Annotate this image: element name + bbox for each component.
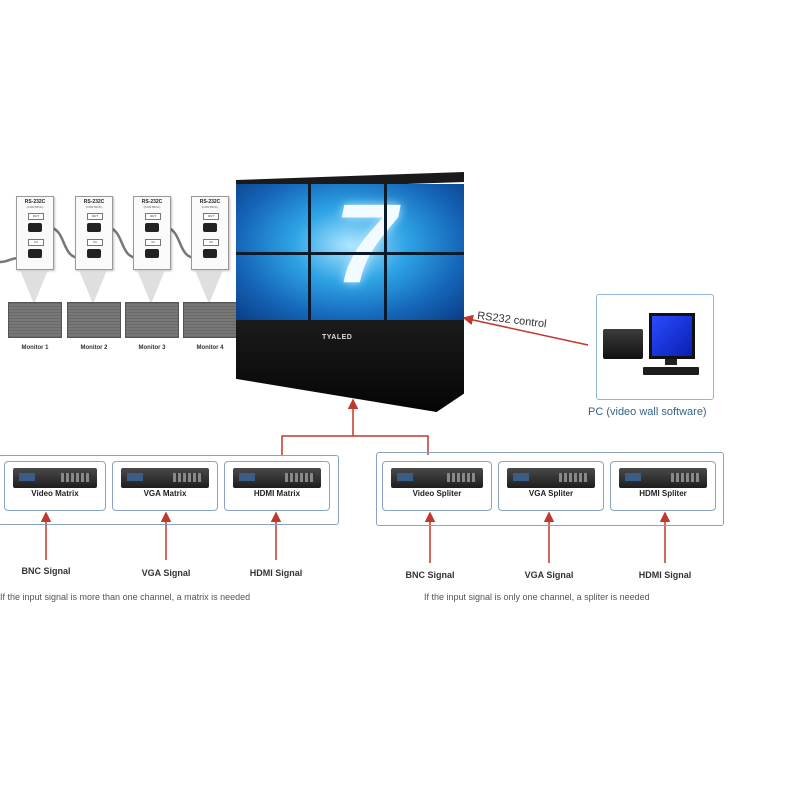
controller-out-tag: OUT — [203, 213, 219, 220]
rs232-port-icon — [203, 249, 217, 258]
device-label: VGA Matrix — [143, 489, 187, 498]
projection-beam — [195, 270, 223, 304]
wall-brand: TYALED — [322, 334, 353, 341]
device-label: Video Spliter — [412, 489, 462, 498]
monitor-screen — [67, 302, 121, 338]
rack-unit-icon — [233, 468, 321, 488]
rs232c-controller: RS-232C (CONTROL) OUT IN — [16, 196, 54, 270]
matrix-device: VGA Matrix — [112, 461, 218, 511]
keyboard-icon — [643, 367, 699, 375]
splitter-note: If the input signal is only one channel,… — [424, 592, 650, 602]
monitor-screen — [125, 302, 179, 338]
monitor-stand-icon — [665, 359, 677, 365]
rs232c-controller: RS-232C (CONTROL) OUT IN — [133, 196, 171, 270]
device-label: Video Matrix — [31, 489, 79, 498]
tile-seam — [236, 252, 464, 255]
monitor-label: Monitor 2 — [80, 345, 108, 351]
controller-subtitle: (CONTROL) — [143, 205, 161, 209]
rs232c-controller: RS-232C (CONTROL) OUT IN — [75, 196, 113, 270]
matrix-device: HDMI Matrix — [224, 461, 330, 511]
controller-subtitle: (CONTROL) — [85, 205, 103, 209]
monitor-icon — [649, 313, 695, 359]
pc-label: PC (video wall software) — [588, 406, 707, 418]
splitter-device: Video Spliter — [382, 461, 492, 511]
rs232c-controller: RS-232C (CONTROL) OUT IN — [191, 196, 229, 270]
pc-tower-icon — [603, 329, 643, 359]
rs232-arrow — [462, 314, 589, 346]
controller-in-tag: IN — [87, 239, 103, 246]
controller-title: RS-232C — [24, 199, 46, 205]
rack-unit-icon — [13, 468, 97, 488]
rack-unit-icon — [391, 468, 483, 488]
device-label: HDMI Spliter — [639, 489, 687, 498]
device-label: HDMI Matrix — [253, 489, 301, 498]
rs232-port-icon — [203, 223, 217, 232]
controller-subtitle: (CONTROL) — [201, 205, 219, 209]
monitor-label: Monitor 1 — [21, 345, 49, 351]
rs232-port-icon — [87, 249, 101, 258]
pc-box — [596, 294, 714, 400]
rack-unit-icon — [619, 468, 707, 488]
monitor-screen — [183, 302, 237, 338]
projection-beam — [137, 270, 165, 304]
controller-in-tag: IN — [203, 239, 219, 246]
monitor-label: Monitor 4 — [196, 345, 224, 351]
matrix-group — [0, 455, 339, 525]
signal-label: BNC Signal — [21, 566, 71, 576]
controller-in-tag: IN — [28, 239, 44, 246]
device-label: VGA Spliter — [528, 489, 574, 498]
monitor-label: Monitor 3 — [138, 345, 166, 351]
signal-label: VGA Signal — [524, 570, 574, 580]
controller-title: RS-232C — [83, 199, 105, 205]
signal-label: VGA Signal — [141, 568, 191, 578]
controller-out-tag: OUT — [28, 213, 44, 220]
rs232-port-icon — [28, 249, 42, 258]
rs232-port-icon — [28, 223, 42, 232]
splitter-group — [376, 452, 724, 526]
projection-beam — [20, 270, 48, 304]
rs232-port-icon — [145, 249, 159, 258]
controller-subtitle: (CONTROL) — [26, 205, 44, 209]
rs232-port-icon — [87, 223, 101, 232]
rs232-port-icon — [145, 223, 159, 232]
monitor-screen — [8, 302, 62, 338]
splitter-device: HDMI Spliter — [610, 461, 716, 511]
matrix-device: Video Matrix — [4, 461, 106, 511]
rack-unit-icon — [507, 468, 595, 488]
controller-title: RS-232C — [199, 199, 221, 205]
controller-title: RS-232C — [141, 199, 163, 205]
splitter-device: VGA Spliter — [498, 461, 604, 511]
projection-beam — [79, 270, 107, 304]
video-wall-screen: 7 — [236, 184, 464, 320]
controller-out-tag: OUT — [87, 213, 103, 220]
signal-label: HDMI Signal — [249, 568, 303, 578]
controller-out-tag: OUT — [145, 213, 161, 220]
video-wall-cabinet: TYALED — [236, 320, 464, 412]
controller-in-tag: IN — [145, 239, 161, 246]
matrix-note: If the input signal is more than one cha… — [0, 592, 251, 602]
wall-input-branch — [281, 435, 429, 455]
rack-unit-icon — [121, 468, 209, 488]
signal-label: HDMI Signal — [638, 570, 692, 580]
video-wall: 7 TYALED — [236, 172, 464, 416]
signal-label: BNC Signal — [405, 570, 455, 580]
